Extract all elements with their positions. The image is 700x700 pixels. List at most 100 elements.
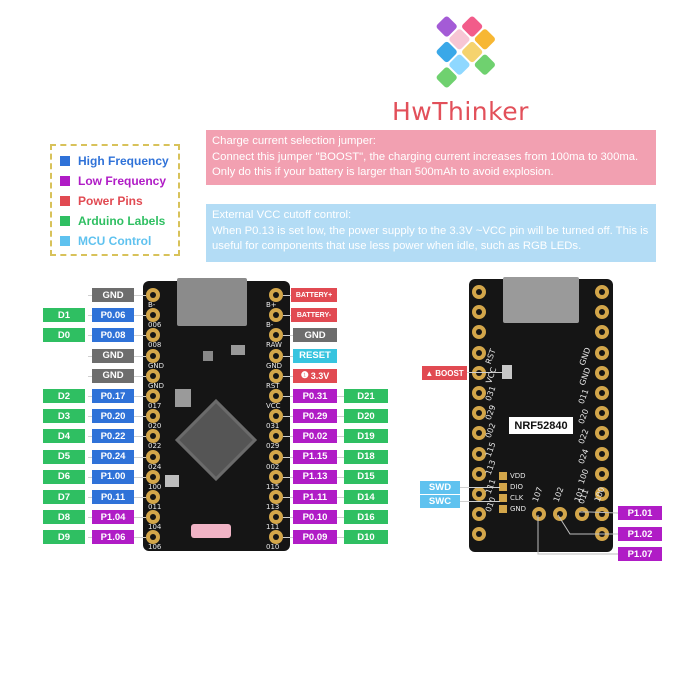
pin-connector: [337, 517, 345, 519]
arduino-label: D5: [43, 449, 85, 464]
pin-connector: [283, 315, 295, 317]
smd-component: [231, 345, 245, 355]
back-pin-pad: [595, 406, 609, 421]
reset-button[interactable]: [191, 524, 231, 538]
back-pin-pad: [472, 527, 486, 542]
arduino-label: D8: [43, 510, 85, 525]
debug-pad: [499, 483, 507, 491]
back-pin-pad: [472, 345, 486, 360]
pin-silk-label: 113: [266, 503, 280, 511]
pin-connector: [337, 416, 345, 418]
swd-label: SWD: [428, 482, 452, 493]
p102-label: P1.02: [627, 528, 653, 540]
pin-pad: [269, 490, 283, 504]
hwthinker-logo-icon: [436, 16, 495, 88]
vcc-note-body: When P0.13 is set low, the power supply …: [212, 224, 649, 253]
mcu-pin-text: P0.31: [302, 390, 328, 402]
legend-swatch: [60, 176, 70, 186]
mcu-pin-label: P0.08: [92, 328, 134, 343]
mcu-pin-label: GND: [92, 368, 134, 383]
back-pin-pad: [472, 466, 486, 481]
swd-connector: [460, 487, 500, 488]
swd-tag: SWD: [420, 481, 460, 494]
pin-silk-label: 006: [148, 321, 162, 330]
mcu-pin-label: GND: [92, 288, 134, 302]
smd-component: [203, 351, 213, 361]
mcu-pin-label: P0.29: [293, 409, 337, 424]
debug-pad-label: CLK: [510, 494, 524, 502]
smd-component: [165, 475, 179, 487]
pin-silk-label: 029: [266, 442, 280, 451]
pin-connector: [283, 517, 295, 519]
p107-tag: P1.07: [618, 547, 662, 561]
mcu-pin-text: P1.13: [302, 471, 328, 483]
mcu-pin-label: P1.06: [92, 530, 134, 545]
legend-swatch: [60, 196, 70, 206]
pin-silk-label: RST: [266, 381, 280, 390]
pin-pad: [146, 288, 160, 302]
pin-connector: [283, 416, 295, 418]
mcu-pin-label: P0.11: [92, 490, 134, 504]
pin-pad: [269, 288, 283, 302]
back-pin-pad: [472, 386, 486, 400]
vcc-cutoff-note: External VCC cutoff control: When P0.13 …: [206, 204, 656, 262]
pin-pad: [269, 409, 283, 424]
debug-pad-label: VDD: [510, 472, 526, 480]
back-bottom-pad: [575, 507, 589, 521]
pin-pad: [269, 308, 283, 323]
pin-silk-label: 100: [148, 482, 162, 491]
mcu-pin-text: P0.02: [302, 430, 328, 442]
pin-connector: [283, 396, 295, 397]
pin-pad: [146, 449, 160, 464]
mcu-pin-text: 3.3V: [310, 370, 330, 381]
pin-pad: [146, 469, 160, 484]
legend-item: MCU Control: [60, 232, 151, 250]
mcu-pin-label: P0.10: [293, 510, 337, 525]
chip-label: NRF52840: [514, 419, 568, 432]
legend-swatch: [60, 156, 70, 166]
pin-connector: [283, 537, 295, 539]
arduino-label: D1: [43, 308, 85, 323]
back-pin-pad: [472, 446, 486, 461]
pin-pad: [146, 490, 160, 504]
back-pin-pad: [595, 325, 609, 340]
mcu-pin-text: GND: [304, 329, 326, 341]
charge-jumper-note: Charge current selection jumper: Connect…: [206, 130, 656, 185]
back-bottom-pad: [595, 507, 609, 521]
mcu-pin-text: BATTERY+: [295, 291, 333, 299]
pin-pad: [146, 389, 160, 403]
pin-connector: [337, 497, 345, 498]
warning-icon: ▲: [425, 368, 434, 378]
pin-connector: [337, 396, 345, 397]
pin-silk-label: B+: [266, 301, 277, 309]
back-pin-pad: [595, 466, 609, 481]
pin-pad: [269, 328, 283, 343]
pin-silk-label: B-: [266, 321, 274, 330]
mcu-pin-label: P1.04: [92, 510, 134, 525]
pin-pad: [269, 469, 283, 484]
pin-connector: [283, 436, 295, 438]
mcu-pin-text: P1.15: [302, 451, 328, 463]
pin-silk-label: 022: [148, 442, 162, 451]
pin-connector: [337, 537, 345, 539]
pin-pad: [146, 510, 160, 525]
mcu-pin-text: P0.09: [302, 531, 328, 543]
boost-jumper[interactable]: [502, 365, 512, 379]
swc-tag: SWC: [420, 495, 460, 508]
mcu-pin-label: RESET: [293, 348, 337, 363]
legend-label: Power Pins: [78, 194, 143, 208]
pin-pad: [269, 389, 283, 403]
pin-connector: [337, 436, 345, 438]
legend-item: Arduino Labels: [60, 212, 165, 230]
arduino-label: D14: [344, 490, 388, 504]
back-pin-pad: [595, 386, 609, 400]
mcu-pin-label: P0.02: [293, 429, 337, 444]
p101-tag: P1.01: [618, 506, 662, 520]
p102-tag: P1.02: [618, 527, 662, 541]
back-pin-pad: [595, 305, 609, 320]
pin-silk-label: GND: [148, 361, 165, 370]
arduino-label: D15: [344, 469, 388, 484]
pin-silk-label: GND: [148, 381, 165, 390]
